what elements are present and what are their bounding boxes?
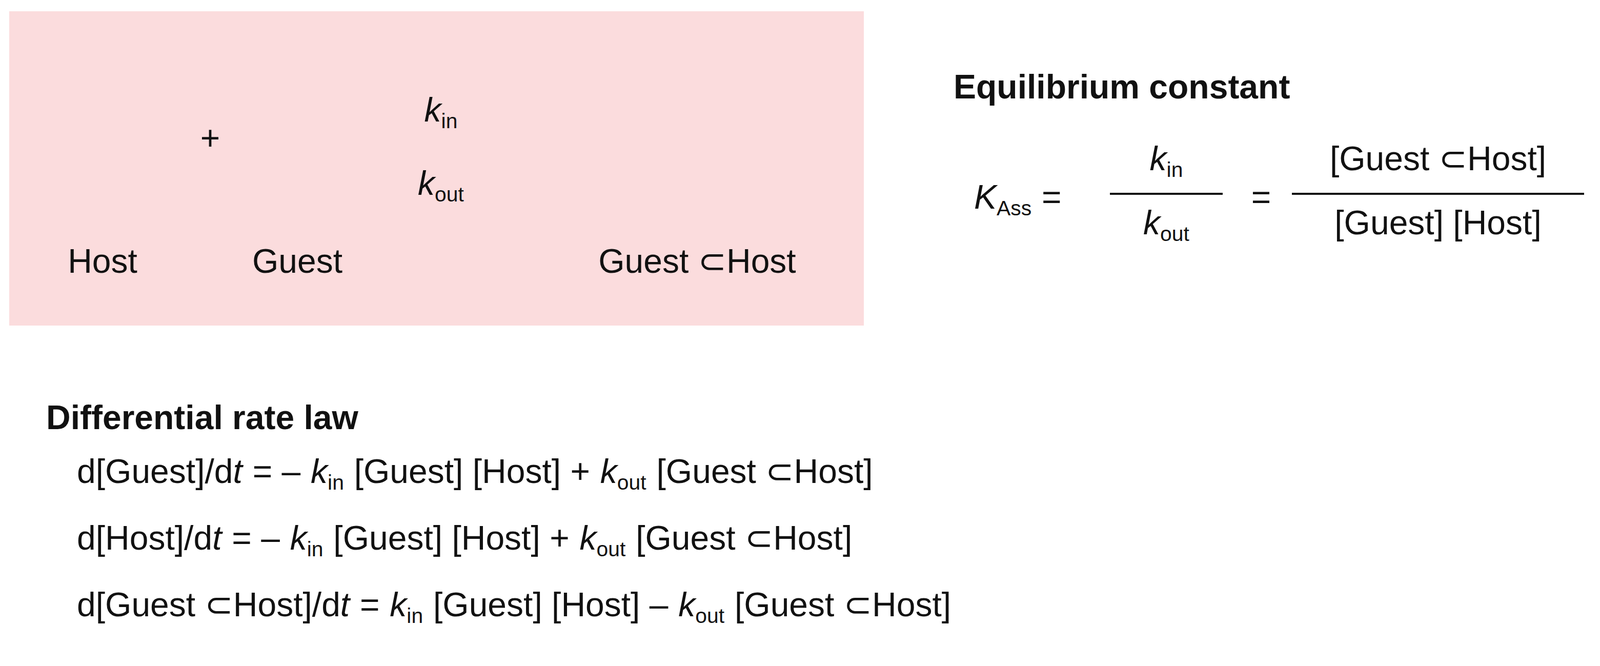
equation-text: t (233, 451, 243, 492)
subscript: in (1166, 157, 1184, 183)
subscript: in (327, 470, 344, 496)
equation-text: k (310, 451, 328, 492)
equation-text: k (424, 89, 442, 131)
species-label: Host (67, 240, 138, 282)
equation-row: d[Host]/dt= –kin[Guest] [Host] +kout[Gue… (76, 517, 853, 559)
equation-text: k (1149, 138, 1167, 179)
equation-text: [Guest] [Host] + (333, 517, 570, 559)
equation-text: t (340, 584, 350, 625)
equation-text: K (974, 176, 997, 218)
reaction-panel: Host Guest Guest ⊂Host (9, 11, 864, 326)
equation-text: d[Guest]/d (76, 451, 234, 492)
equation-text: d[Host]/d (76, 517, 213, 559)
subscript: out (617, 470, 647, 496)
fraction-bar (1291, 192, 1585, 195)
equation-row: + (200, 117, 221, 159)
subscript: out (596, 536, 626, 562)
equation-row: kin (424, 89, 458, 131)
equation-text: = (359, 584, 380, 625)
equation-row: [Guest] [Host] (1334, 202, 1542, 243)
equation-text: k (579, 517, 597, 559)
equation-row: kout (1143, 202, 1190, 243)
equation-text: k (389, 584, 407, 625)
subscript: out (695, 603, 725, 629)
section-heading: Equilibrium constant (953, 66, 1290, 108)
equation-text: [Guest ⊂Host] (1329, 138, 1547, 179)
equation-text: d[Guest ⊂Host]/d (76, 584, 341, 625)
equation-row: Equilibrium constant (953, 66, 1290, 108)
fraction-bar (1109, 192, 1223, 195)
equation-row: KAss = (974, 176, 1062, 218)
equation-text: [Guest ⊂Host] (656, 451, 874, 492)
equation-text: = (1041, 176, 1062, 218)
equation-text: [Guest] [Host] – (433, 584, 669, 625)
equation-row: d[Guest ⊂Host]/dt=kin[Guest] [Host] –kou… (76, 584, 951, 625)
subscript: in (441, 108, 458, 134)
equation-text: [Guest] [Host] (1334, 202, 1542, 243)
equation-text: = (1251, 176, 1272, 218)
equation-row: kout (417, 163, 464, 204)
equation-text: k (290, 517, 308, 559)
equation-text: [Guest ⊂Host] (635, 517, 853, 559)
subscript: in (307, 536, 324, 562)
equation-row: Differential rate law (46, 397, 359, 438)
section-heading: Differential rate law (46, 397, 359, 438)
subscript: in (406, 603, 423, 629)
equation-text: k (417, 163, 435, 204)
equation-text: + (200, 117, 221, 159)
equation-text: t (212, 517, 222, 559)
equation-text: [Guest] [Host] + (354, 451, 591, 492)
equation-row: kin (1149, 138, 1184, 179)
equation-text: = – (231, 517, 280, 559)
equation-text: k (678, 584, 696, 625)
equation-text: = – (252, 451, 301, 492)
equation-row: d[Guest]/dt= –kin[Guest] [Host] +kout[Gu… (76, 451, 874, 492)
equation-row: = (1251, 176, 1272, 218)
subscript: out (1160, 221, 1190, 247)
equation-text: k (1143, 202, 1161, 243)
equation-text: k (600, 451, 618, 492)
equation-row: [Guest ⊂Host] (1329, 138, 1547, 179)
species-label: Guest (252, 240, 343, 282)
subscript: out (434, 181, 464, 208)
species-label: Guest ⊂Host (598, 240, 796, 282)
subscript: Ass (996, 195, 1032, 221)
equation-text: [Guest ⊂Host] (734, 584, 951, 625)
